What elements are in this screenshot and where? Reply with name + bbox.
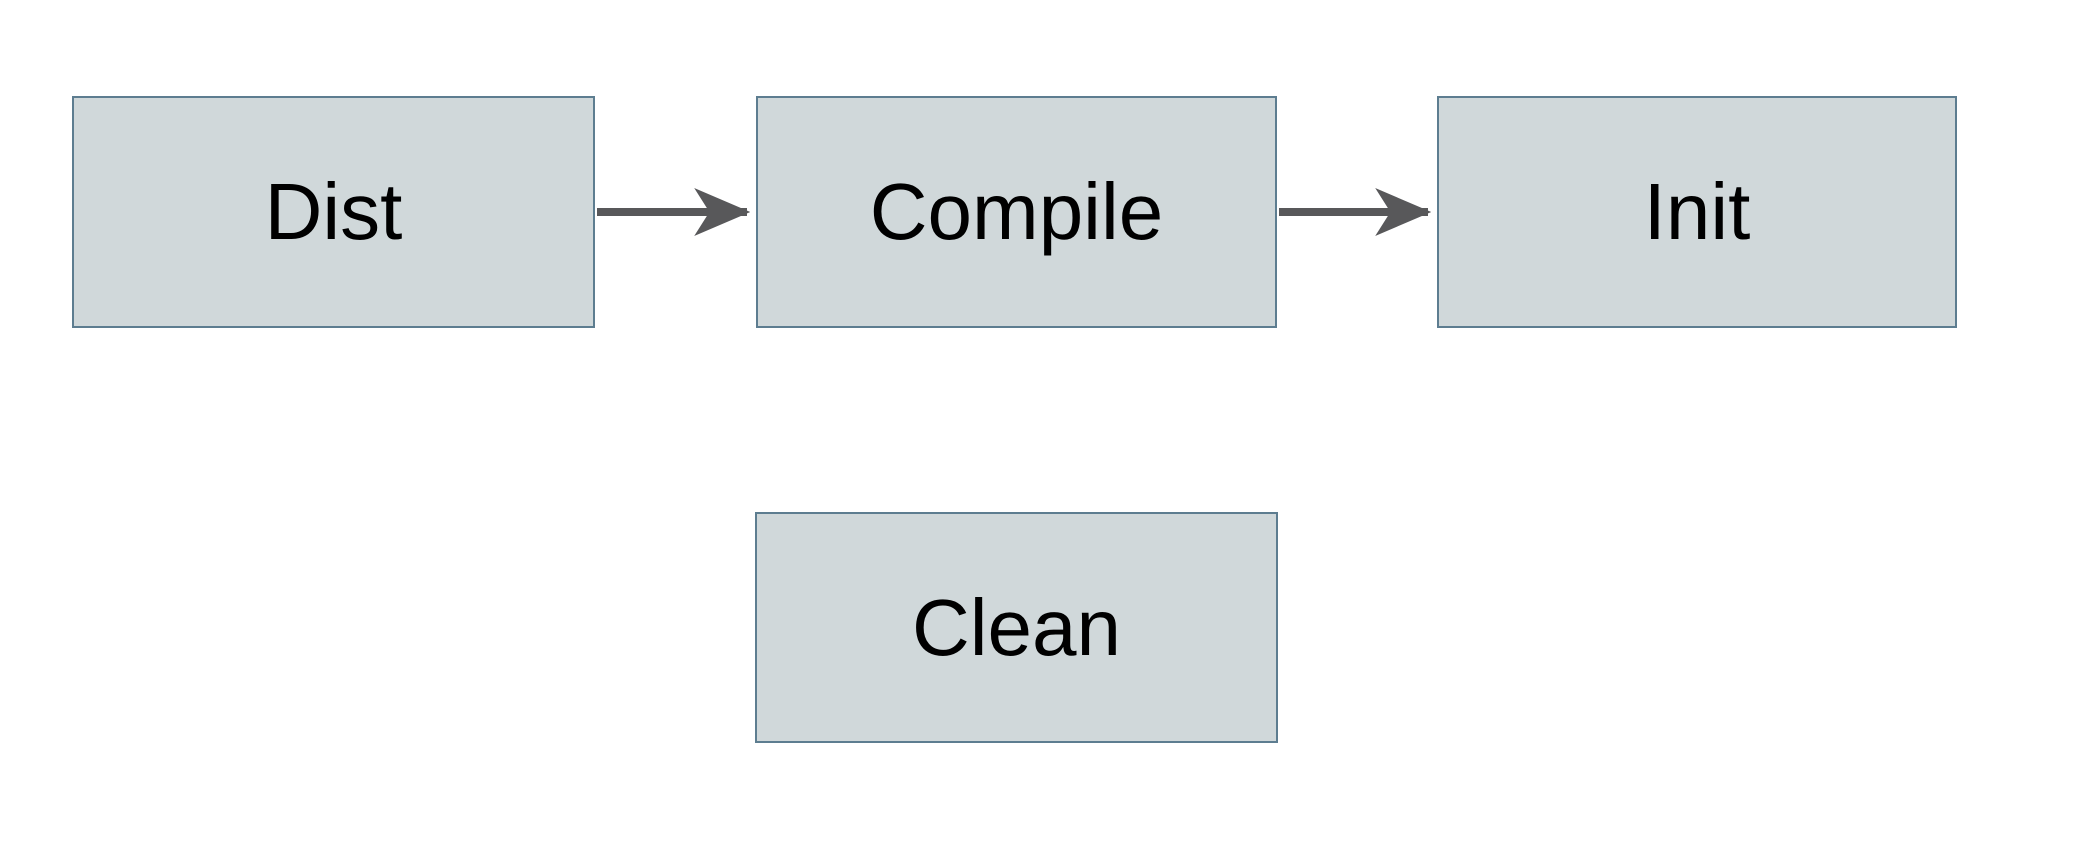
node-compile-label: Compile — [869, 167, 1164, 256]
node-compile[interactable]: Compile — [756, 96, 1277, 328]
node-init[interactable]: Init — [1437, 96, 1957, 328]
node-clean-label: Clean — [911, 582, 1122, 672]
node-init-label: Init — [1643, 167, 1751, 256]
node-clean[interactable]: Clean — [755, 512, 1278, 743]
node-dist-label: Dist — [264, 167, 403, 256]
node-dist[interactable]: Dist — [72, 96, 595, 328]
